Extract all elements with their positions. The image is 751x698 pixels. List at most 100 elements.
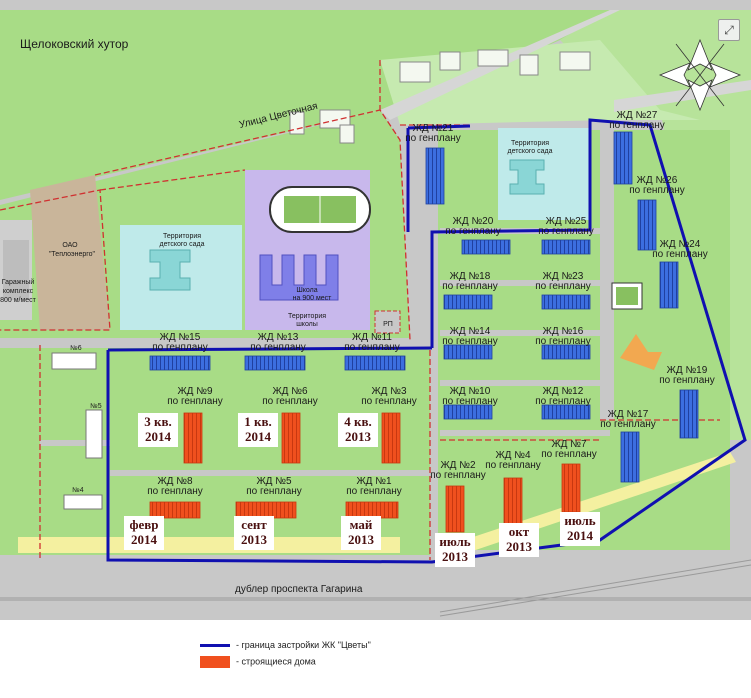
date-d9-line1: 3 кв. <box>144 414 172 429</box>
school-terr-label-1: Территория <box>288 313 326 320</box>
date-d1-line1: май <box>350 517 373 532</box>
house-genplan-13: по генплану <box>250 342 306 353</box>
date-d4-line1: окт <box>509 524 530 539</box>
construction-houses <box>149 412 581 533</box>
house-label-18: ЖД №18 <box>450 271 491 282</box>
date-d4-line2: 2013 <box>506 539 533 554</box>
house-label-27: ЖД №27 <box>617 110 658 121</box>
house-genplan-6: по генплану <box>262 396 318 407</box>
house-6-west-label: №6 <box>70 345 82 352</box>
house-genplan-27: по генплану <box>609 120 665 131</box>
legend-construction-text: - строящиеся дома <box>236 656 316 667</box>
house-label-19: ЖД №19 <box>667 365 708 376</box>
date-box-d2 <box>435 533 475 567</box>
date-box-d3 <box>338 413 378 447</box>
expand-icon[interactable]: ⤢ <box>718 19 740 41</box>
date-d3-line2: 2013 <box>345 429 372 444</box>
house-genplan-25: по генплану <box>538 226 594 237</box>
detsad-west-label-2: детского сада <box>159 241 204 248</box>
house-label-11: ЖД №11 <box>352 332 392 343</box>
boundary-tsvety <box>106 118 747 564</box>
dubler-road <box>0 570 751 620</box>
house-genplan-3: по генплану <box>361 396 417 407</box>
house-genplan-7: по генплану <box>541 449 597 460</box>
date-box-d9 <box>138 413 178 447</box>
date-d7-line1: июль <box>564 513 595 528</box>
house-genplan-17: по генплану <box>600 419 656 430</box>
house-label-9: ЖД №9 <box>177 386 213 397</box>
legend-boundary-text: - граница застройки ЖК "Цветы" <box>236 640 371 650</box>
date-box-d8 <box>124 516 164 550</box>
teplo-label-1: ОАО <box>62 242 78 249</box>
kindergarten-east-building <box>509 159 545 195</box>
detsad-east-label-1: Территория <box>511 140 549 147</box>
house-label-26: ЖД №26 <box>637 175 678 186</box>
date-d6-line2: 2014 <box>245 429 272 444</box>
school-building <box>259 254 339 301</box>
house-label-1: ЖД №1 <box>356 476 392 487</box>
house-label-10: ЖД №10 <box>450 386 491 397</box>
house-label-2: ЖД №2 <box>440 460 476 471</box>
planned-houses <box>149 131 699 483</box>
house-genplan-4: по генплану <box>485 460 541 471</box>
house-genplan-9: по генплану <box>167 396 223 407</box>
legend-boundary: - граница застройки ЖК "Цветы" <box>200 640 371 650</box>
house-genplan-20: по генплану <box>445 226 501 237</box>
date-d2-line2: 2013 <box>442 549 469 564</box>
dubler-label: дублер проспекта Гагарина <box>235 583 363 595</box>
school-label-1: Школа <box>296 287 317 294</box>
house-genplan-14: по генплану <box>442 336 498 347</box>
house-label-4: ЖД №4 <box>495 450 531 461</box>
house-label-25: ЖД №25 <box>546 216 587 227</box>
house-genplan-26: по генплану <box>629 185 685 196</box>
house-label-7: ЖД №7 <box>551 439 587 450</box>
house-genplan-23: по генплану <box>535 281 591 292</box>
house-label-5: ЖД №5 <box>256 476 292 487</box>
house-5-west-label: №5 <box>90 403 102 410</box>
house-genplan-10: по генплану <box>442 396 498 407</box>
house-genplan-21: по генплану <box>405 133 461 144</box>
date-d8-line1: февр <box>129 517 158 532</box>
house-label-14: ЖД №14 <box>450 326 491 337</box>
date-d9-line2: 2014 <box>145 429 172 444</box>
house-label-23: ЖД №23 <box>543 271 584 282</box>
house-genplan-1: по генплану <box>346 486 402 497</box>
date-d8-line2: 2014 <box>131 532 158 547</box>
house-genplan-18: по генплану <box>442 281 498 292</box>
house-genplan-8: по генплану <box>147 486 203 497</box>
house-label-12: ЖД №12 <box>543 386 584 397</box>
house-label-15: ЖД №15 <box>160 332 201 343</box>
teplo-label-2: "Теплоэнерго" <box>49 251 96 258</box>
kindergarten-east-territory <box>498 128 590 220</box>
house-genplan-19: по генплану <box>659 375 715 386</box>
house-label-24: ЖД №24 <box>660 239 701 250</box>
house-label-6: ЖД №6 <box>272 386 308 397</box>
date-box-d6 <box>238 413 278 447</box>
kindergarten-west-building <box>149 249 191 291</box>
garage-label-1: Гаражный <box>2 278 35 286</box>
school-label-2: на 900 мест <box>293 295 333 302</box>
date-d6-line1: 1 кв. <box>244 414 272 429</box>
house-label-20: ЖД №20 <box>453 216 494 227</box>
detsad-east-label-2: детского сада <box>507 148 552 155</box>
date-d3-line1: 4 кв. <box>344 414 372 429</box>
house-label-13: ЖД №13 <box>258 332 299 343</box>
house-label-16: ЖД №16 <box>543 326 584 337</box>
house-genplan-5: по генплану <box>246 486 302 497</box>
house-genplan-24: по генплану <box>652 249 708 260</box>
date-d2-line1: июль <box>439 534 470 549</box>
date-box-d5 <box>234 516 274 550</box>
playground <box>620 334 662 370</box>
rp-label: РП <box>383 321 393 328</box>
house-genplan-2: по генплану <box>430 470 486 481</box>
house-genplan-12: по генплану <box>535 396 591 407</box>
khutor-label: Щелоковский хутор <box>20 37 129 51</box>
house-label-21: ЖД №21 <box>413 123 454 134</box>
date-box-d1 <box>341 516 381 550</box>
house-genplan-15: по генплану <box>152 342 208 353</box>
date-d1-line2: 2013 <box>348 532 375 547</box>
school-terr-label-2: школы <box>296 321 318 328</box>
